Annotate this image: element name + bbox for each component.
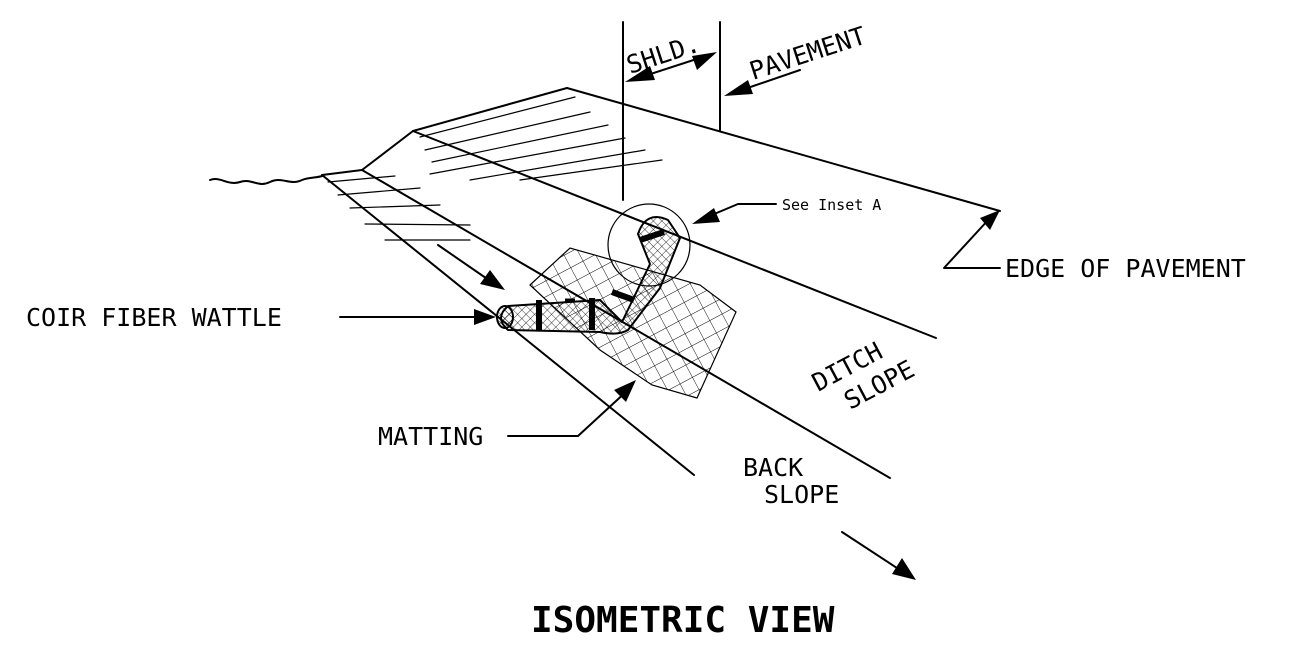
inset-arrow-head bbox=[692, 208, 720, 224]
back-slope-top-edge bbox=[321, 169, 363, 176]
shoulder-top-edge bbox=[412, 87, 568, 132]
wattle-stake-3 bbox=[610, 289, 636, 303]
see-inset-label: See Inset A bbox=[782, 196, 881, 214]
shld-label: SHLD. bbox=[623, 29, 704, 80]
leaders bbox=[339, 52, 1001, 580]
shld-arrow-left-head bbox=[625, 66, 655, 82]
edge-pavement-leader bbox=[943, 217, 1001, 269]
shld-arrow-right-head bbox=[692, 52, 717, 70]
back-label: BACK bbox=[743, 453, 803, 482]
coir-fiber-wattle bbox=[496, 216, 681, 335]
pavement-label: PAVEMENT bbox=[746, 21, 869, 86]
matting-arrow-head bbox=[614, 380, 636, 402]
matting-label: MATTING bbox=[378, 422, 483, 451]
slope-direction-arrow-head bbox=[892, 558, 916, 580]
edge-of-pavement-label: EDGE OF PAVEMENT bbox=[1005, 254, 1246, 283]
matting-leader bbox=[507, 389, 629, 437]
ground-wavy-line bbox=[209, 175, 323, 185]
terrain-lines bbox=[209, 21, 1001, 479]
coir-arrow-head bbox=[474, 309, 496, 325]
flow-arrow-head bbox=[480, 270, 505, 290]
wattle-stake-4 bbox=[639, 229, 665, 243]
pavement-arrow-head bbox=[724, 80, 753, 96]
pavement-top-edge bbox=[566, 87, 1001, 212]
wattle-end bbox=[496, 305, 514, 329]
diagram-title: ISOMETRIC VIEW bbox=[531, 600, 835, 641]
slope-direction-line bbox=[841, 531, 901, 571]
back-slope-upper-edge bbox=[361, 130, 414, 171]
back-slope-label: SLOPE bbox=[764, 480, 839, 509]
inset-circle bbox=[607, 203, 691, 287]
coir-fiber-wattle-label: COIR FIBER WATTLE bbox=[26, 303, 282, 332]
surface-hatching bbox=[327, 96, 663, 241]
edge-pavement-arrow-head bbox=[980, 210, 1000, 230]
